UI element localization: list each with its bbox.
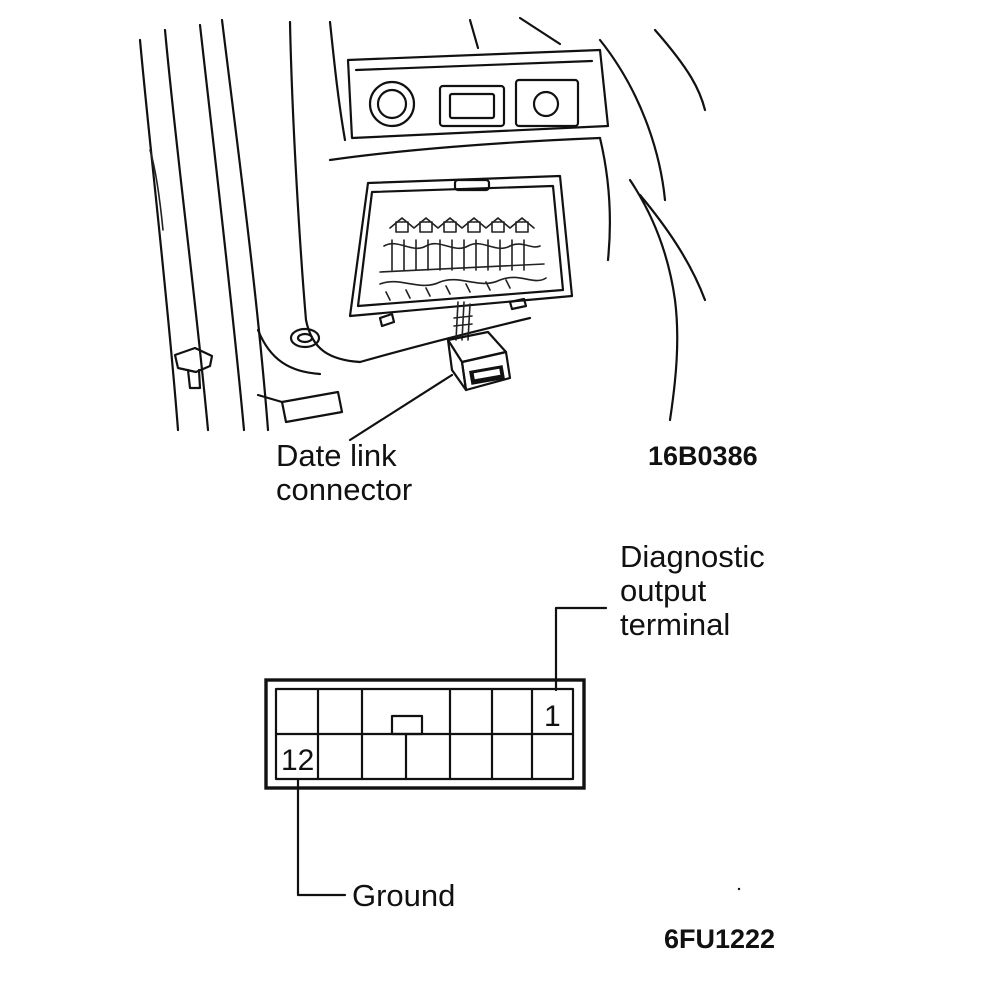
a-pillar-lines <box>138 18 270 432</box>
callout-leader-line <box>348 373 454 442</box>
diagnostic-label-line3: terminal <box>620 607 730 642</box>
fuse-row-top <box>389 217 535 233</box>
pin-number-12: 12 <box>281 744 314 777</box>
callout-label-line1: Date link <box>276 438 397 473</box>
fuse-row-bottom <box>379 263 547 301</box>
lever-icon <box>256 390 344 424</box>
speck <box>737 887 741 891</box>
connector-frame <box>264 678 586 790</box>
ground-leader-line <box>296 778 347 897</box>
figure-code-top: 16B0386 <box>648 441 758 471</box>
screw-icon <box>289 327 321 349</box>
diagnostic-label-line2: output <box>620 573 707 608</box>
connector-pinout-diagram: 1 12 <box>264 606 608 897</box>
dash-contour <box>256 136 612 376</box>
figure-code-bottom: 6FU1222 <box>664 924 775 954</box>
ground-label: Ground <box>352 878 455 913</box>
switch-icon <box>438 84 506 128</box>
dashboard-illustration <box>138 16 707 442</box>
dash-panel <box>288 16 707 422</box>
data-link-connector-icon <box>446 330 512 392</box>
connector-cable <box>453 301 473 341</box>
switch-panel <box>346 48 610 140</box>
fuse-box <box>348 174 574 328</box>
connector-pin-grid <box>274 687 575 781</box>
connector-key-notch <box>390 714 424 736</box>
diagnostic-label-line1: Diagnostic <box>620 539 765 574</box>
knob-icon <box>368 80 416 128</box>
pin-number-1: 1 <box>544 700 561 733</box>
diagnostic-leader-line <box>554 606 608 692</box>
pillar-clip <box>173 346 214 390</box>
callout-label-line2: connector <box>276 472 412 507</box>
fuse-row-mid <box>383 239 541 271</box>
